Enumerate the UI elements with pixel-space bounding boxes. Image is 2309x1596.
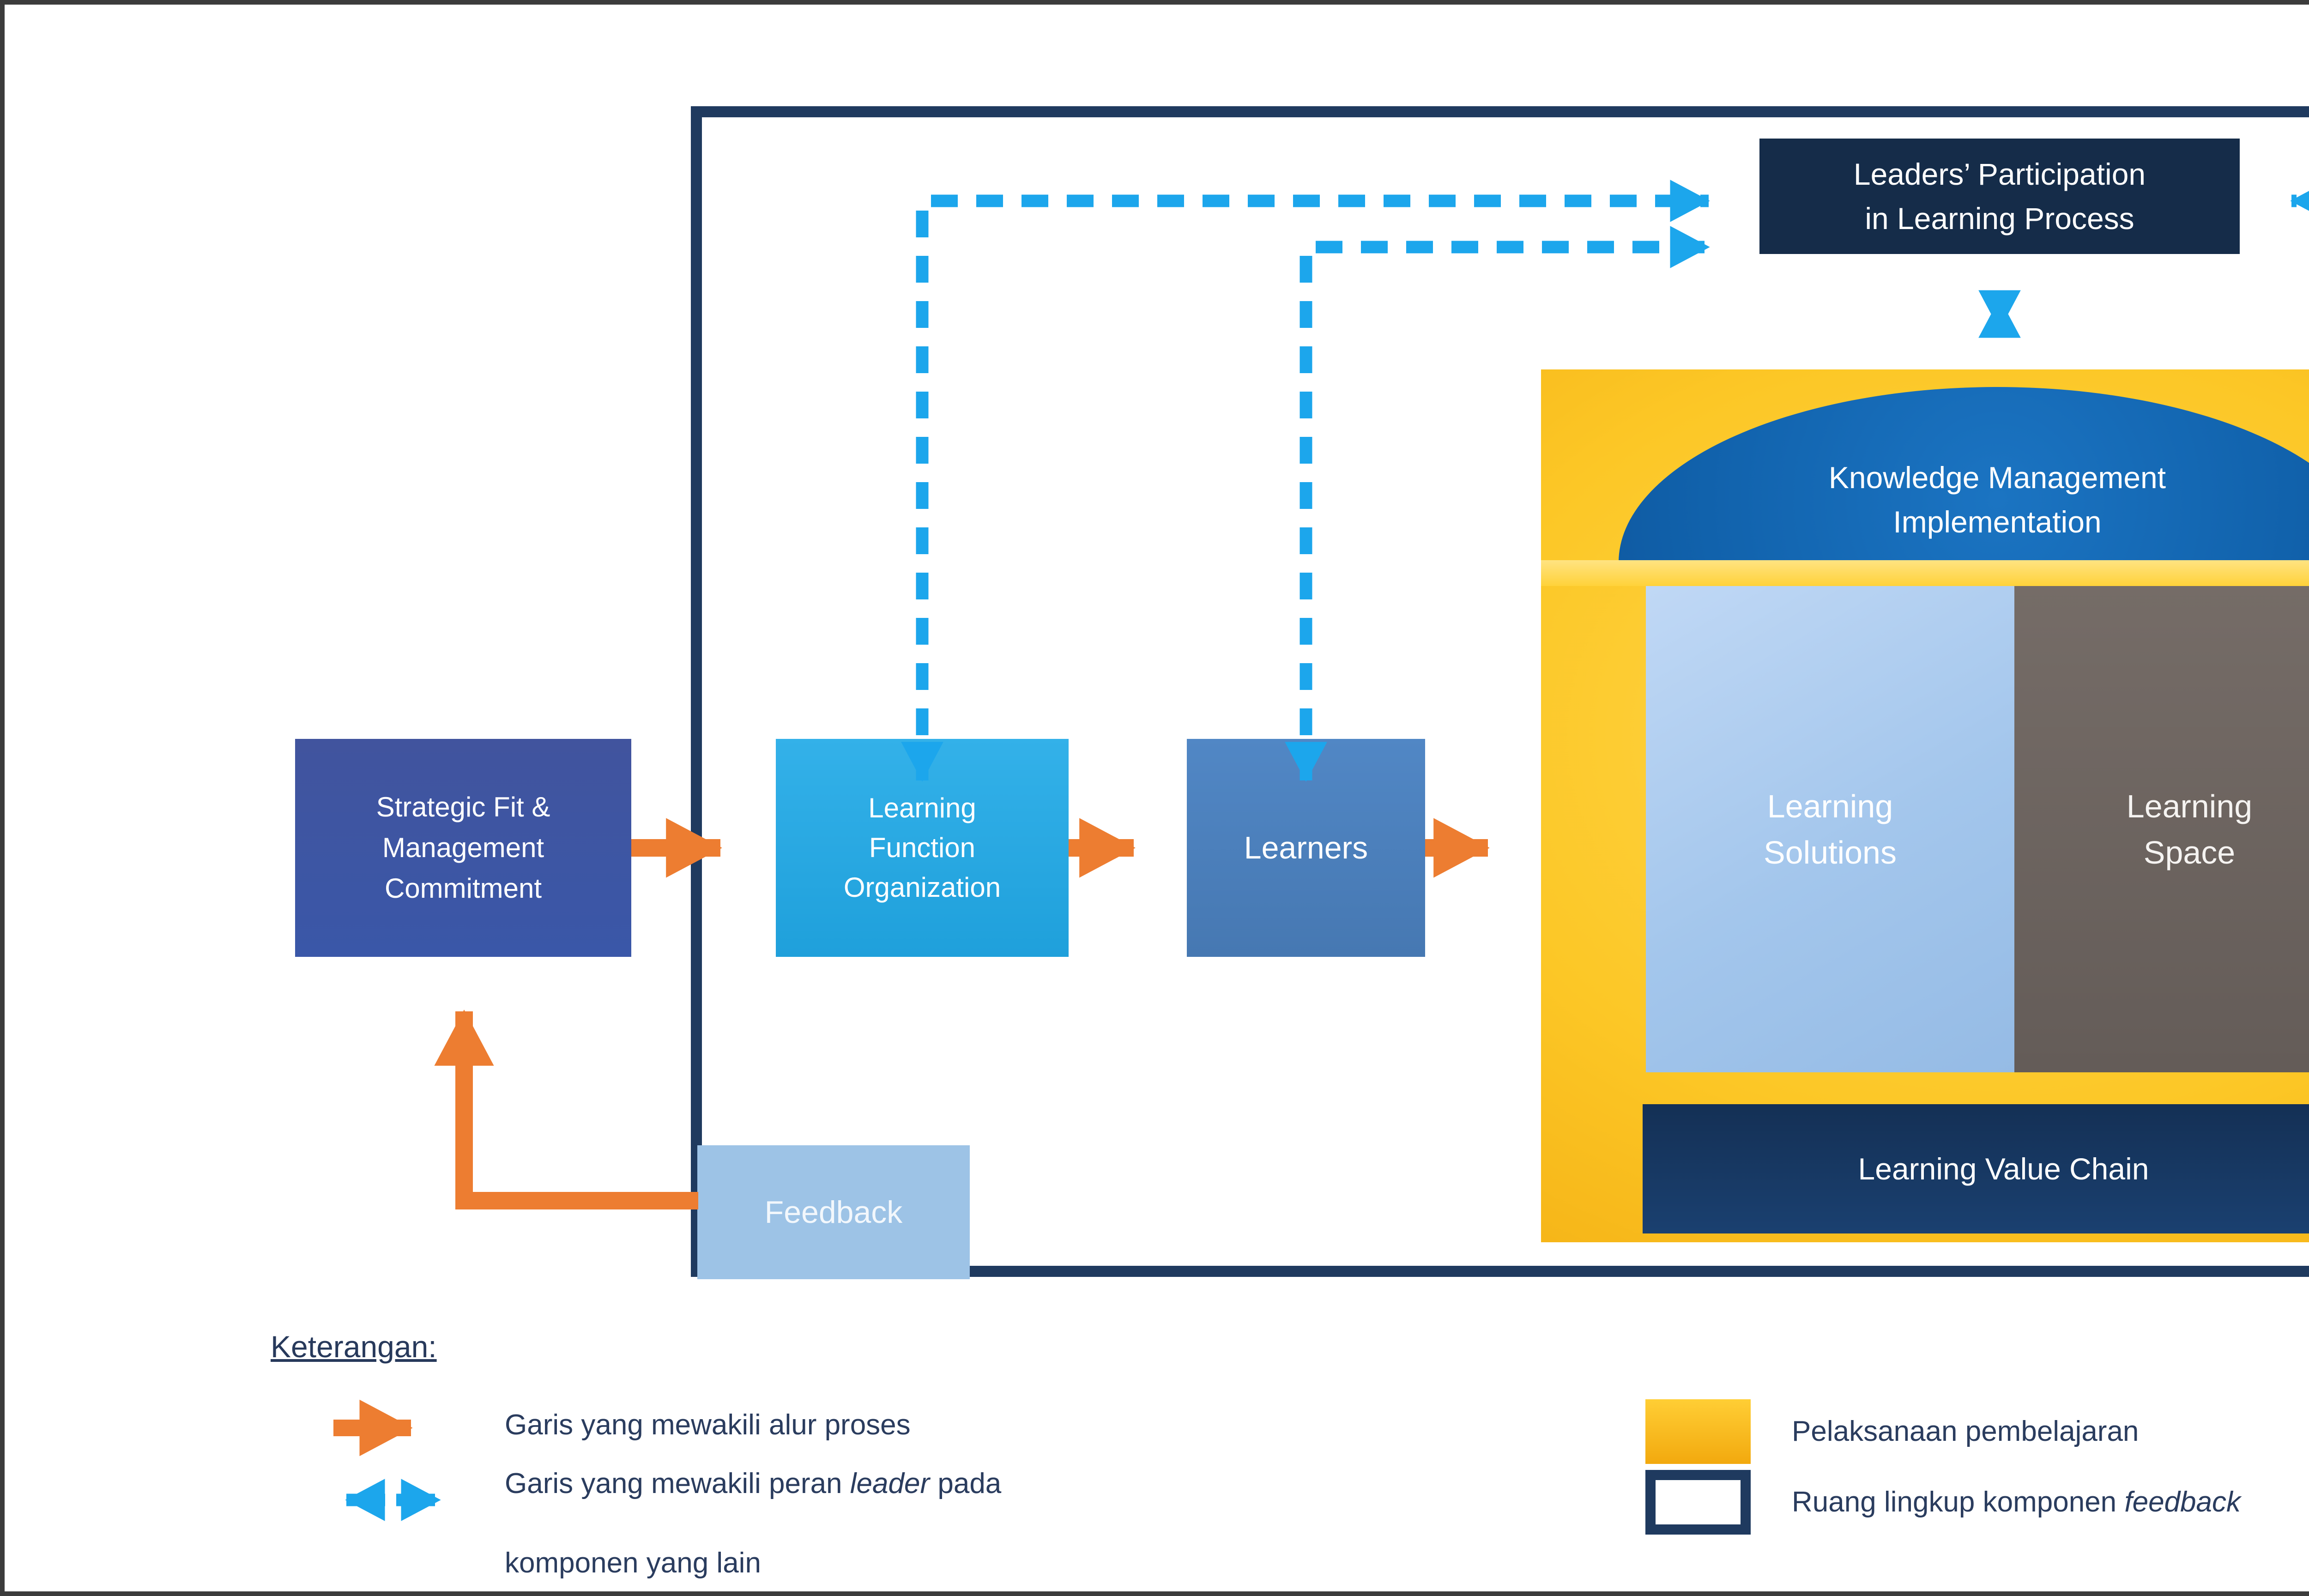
legend-text: Garis yang mewakili peran [505, 1468, 850, 1499]
legend-swatch-feedback-scope [1645, 1470, 1751, 1535]
node-label-line: Learning Value Chain [1858, 1152, 2149, 1186]
node-leaders-participation: Leaders’ Participation in Learning Proce… [1759, 139, 2240, 254]
node-label-line: Function [869, 832, 976, 863]
legend-text: pada [930, 1468, 1002, 1499]
node-label-line: Solutions [1764, 834, 1897, 871]
legend-item-leader-label-line2: komponen yang lain [505, 1547, 761, 1579]
legend-text-italic: feedback [2124, 1486, 2241, 1518]
node-label-line: Strategic Fit & [376, 792, 550, 822]
node-label-line: Management [382, 832, 544, 863]
node-label-line: Leaders’ Participation [1853, 157, 2146, 191]
legend-swatch-implementation [1645, 1399, 1751, 1464]
node-learning-space: Learning Space [2014, 586, 2309, 1072]
km-ellipse-clip: Knowledge Management Implementation [1619, 387, 2309, 561]
node-label-line: Learning [1767, 788, 1893, 824]
node-label-line: Implementation [1893, 505, 2102, 539]
node-feedback: Feedback [697, 1145, 970, 1279]
node-label-line: Feedback [764, 1195, 903, 1230]
legend-item-leader-label: Garis yang mewakili peran leader pada [505, 1467, 1001, 1500]
node-strategic-fit: Strategic Fit & Management Commitment [295, 739, 631, 957]
node-label-line: Organization [843, 872, 1001, 903]
node-label-line: Commitment [384, 873, 542, 904]
legend-item-scope-label: Ruang lingkup komponen feedback [1792, 1486, 2241, 1519]
node-learning-value-chain: Learning Value Chain [1643, 1104, 2309, 1233]
km-inner-band [1541, 560, 2309, 586]
node-learners: Learners [1187, 739, 1425, 957]
node-km-ellipse: Knowledge Management Implementation [1619, 387, 2309, 561]
node-label-line: Space [2143, 834, 2236, 871]
node-km-container: Knowledge Management Implementation Lear… [1541, 369, 2309, 1242]
legend-item-process-label: Garis yang mewakili alur proses [505, 1409, 911, 1441]
legend-item-implementation-label: Pelaksanaan pembelajaran [1792, 1415, 2139, 1447]
node-learning-solutions: Learning Solutions [1646, 586, 2014, 1072]
legend-title: Keterangan: [271, 1330, 437, 1364]
node-label-line: Knowledge Management [1828, 460, 2166, 495]
node-learning-function-organization: Learning Function Organization [776, 739, 1069, 957]
node-label-line: in Learning Process [1865, 201, 2134, 236]
node-label-line: Learning [868, 792, 976, 823]
legend-text: Ruang lingkup komponen [1792, 1486, 2125, 1518]
arrow-feedback-to-strategic [434, 1010, 698, 1209]
node-label-line: Learning [2126, 788, 2253, 824]
node-label-line: Learners [1244, 830, 1368, 865]
legend-text-italic: leader [850, 1468, 930, 1499]
